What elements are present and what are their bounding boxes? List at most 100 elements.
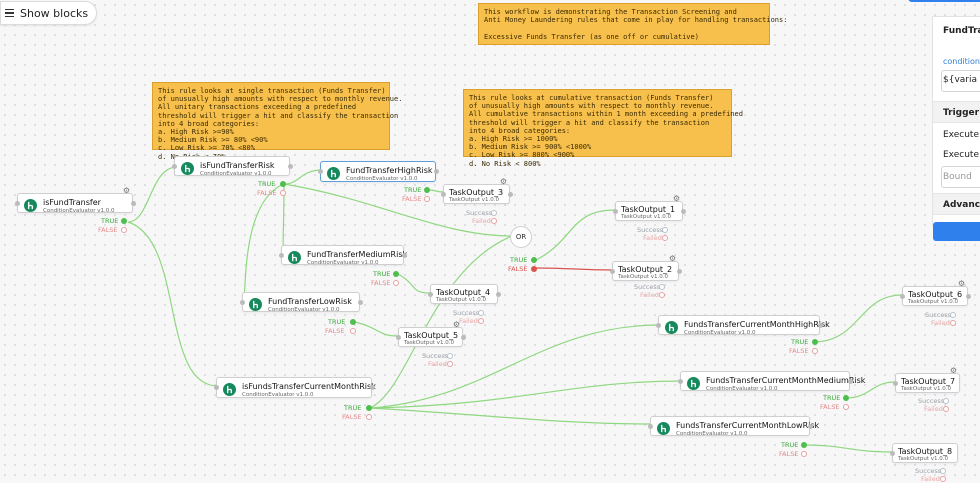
node-fundtransfermediumrisk[interactable]: FundTransferMediumRisk ConditionEvaluato…: [281, 245, 407, 266]
failed-port[interactable]: [940, 476, 946, 482]
node-fundstransfercurrentmonthhighrisk[interactable]: FundsTransferCurrentMonthHighRisk Condit…: [658, 315, 830, 336]
node-isfundstransfercurrentmonthrisk[interactable]: isFundsTransferCurrentMonthRisk Conditio…: [216, 377, 376, 398]
output-port[interactable]: [818, 323, 823, 328]
false-port[interactable]: [366, 414, 372, 420]
node-taskoutput-3[interactable]: TaskOutput_3 TaskOutput v1.0.0 ⚙: [443, 177, 510, 204]
input-port[interactable]: [893, 381, 898, 386]
input-port[interactable]: [890, 451, 895, 456]
failed-port[interactable]: [447, 361, 453, 367]
or-gate-node[interactable]: OR: [510, 226, 532, 248]
node-taskoutput-7[interactable]: TaskOutput_7 TaskOutput v1.0.0 ⚙: [895, 366, 960, 393]
input-port[interactable]: [318, 169, 323, 174]
success-port[interactable]: [662, 227, 668, 233]
node-taskoutput-1[interactable]: TaskOutput_1 TaskOutput v1.0.0 ⚙: [615, 194, 683, 221]
gear-icon[interactable]: ⚙: [452, 320, 460, 329]
single-transaction-rule-note[interactable]: This rule looks at single transaction (F…: [152, 82, 402, 161]
failed-port[interactable]: [943, 406, 949, 412]
gear-icon[interactable]: ⚙: [957, 279, 965, 288]
success-port[interactable]: [659, 284, 665, 290]
output-port[interactable]: [496, 292, 501, 297]
workflow-description-note[interactable]: This workflow is demonstrating the Trans…: [478, 3, 787, 45]
true-port[interactable]: [393, 271, 399, 277]
condition-input[interactable]: [941, 70, 980, 92]
success-port[interactable]: [950, 312, 956, 318]
false-port[interactable]: [121, 227, 127, 233]
top-action-button[interactable]: [908, 0, 980, 2]
node-taskoutput-2[interactable]: TaskOutput_2 TaskOutput v1.0.0 ⚙: [612, 254, 679, 281]
input-port[interactable]: [678, 379, 683, 384]
false-port[interactable]: [350, 328, 356, 334]
node-fundstransfercurrentmonthmediumrisk[interactable]: FundsTransferCurrentMonthMediumRisk Cond…: [680, 371, 865, 392]
advanced-section-header[interactable]: Advanced: [933, 193, 980, 215]
true-port[interactable]: [121, 218, 127, 224]
gear-icon[interactable]: ⚙: [122, 186, 130, 195]
show-blocks-button[interactable]: Show blocks: [0, 1, 98, 25]
gear-icon[interactable]: ⚙: [668, 254, 676, 263]
node-fundtransferhighrisk[interactable]: FundTransferHighRisk ConditionEvaluator …: [320, 161, 436, 182]
node-fundstransfercurrentmonthlowrisk[interactable]: FundsTransferCurrentMonthLowRisk Conditi…: [650, 416, 819, 437]
true-port[interactable]: [843, 395, 849, 401]
output-port[interactable]: [434, 169, 439, 174]
gear-icon[interactable]: ⚙: [949, 366, 957, 375]
trigger-section-header[interactable]: Trigger se: [933, 101, 980, 123]
output-port[interactable]: [131, 201, 136, 206]
input-port[interactable]: [15, 201, 20, 206]
node-fundtransferlowrisk[interactable]: FundTransferLowRisk ConditionEvaluator v…: [242, 292, 360, 313]
true-port[interactable]: [424, 187, 430, 193]
node-taskoutput-5[interactable]: TaskOutput_5 TaskOutput v1.0.0 ⚙: [398, 320, 463, 347]
success-port[interactable]: [940, 468, 946, 474]
input-port[interactable]: [428, 292, 433, 297]
success-port[interactable]: [491, 210, 497, 216]
bound-input[interactable]: [941, 166, 980, 188]
execute-option-2[interactable]: Execute o: [943, 150, 980, 160]
execute-option-1[interactable]: Execute o: [943, 130, 980, 140]
output-port[interactable]: [808, 424, 813, 429]
failed-port[interactable]: [659, 292, 665, 298]
success-port[interactable]: [478, 310, 484, 316]
output-port[interactable]: [358, 300, 363, 305]
false-port[interactable]: [424, 196, 430, 202]
output-port[interactable]: [288, 164, 293, 169]
output-port[interactable]: [508, 192, 513, 197]
input-port[interactable]: [279, 253, 284, 258]
input-port[interactable]: [214, 385, 219, 390]
output-port[interactable]: [681, 209, 686, 214]
failed-port[interactable]: [478, 318, 484, 324]
input-port[interactable]: [613, 209, 618, 214]
false-port[interactable]: [812, 348, 818, 354]
panel-primary-button[interactable]: [933, 222, 980, 241]
success-port[interactable]: [943, 398, 949, 404]
true-port[interactable]: [801, 442, 807, 448]
true-port[interactable]: [366, 405, 372, 411]
input-port[interactable]: [648, 424, 653, 429]
true-port[interactable]: [812, 339, 818, 345]
output-port[interactable]: [677, 269, 682, 274]
input-port[interactable]: [396, 335, 401, 340]
false-port[interactable]: [801, 451, 807, 457]
failed-port[interactable]: [491, 218, 497, 224]
node-taskoutput-8[interactable]: TaskOutput_8 TaskOutput v1.0.0: [892, 443, 958, 463]
node-isfundtransfer[interactable]: isFundTransfer ConditionEvaluator v1.0.0…: [17, 186, 133, 214]
gear-icon[interactable]: ⚙: [499, 177, 507, 186]
cumulative-transaction-rule-note[interactable]: This rule looks at cumulative transactio…: [463, 89, 743, 168]
input-port[interactable]: [900, 294, 905, 299]
node-taskoutput-6[interactable]: TaskOutput_6 TaskOutput v1.0.0 ⚙: [902, 279, 968, 306]
output-port[interactable]: [370, 385, 375, 390]
true-port[interactable]: [350, 319, 356, 325]
input-port[interactable]: [441, 192, 446, 197]
failed-port[interactable]: [950, 320, 956, 326]
failed-port[interactable]: [662, 235, 668, 241]
node-isfundtransferrisk[interactable]: isFundTransferRisk ConditionEvaluator v1…: [174, 156, 290, 177]
success-port[interactable]: [447, 353, 453, 359]
input-port[interactable]: [656, 323, 661, 328]
true-port[interactable]: [531, 257, 537, 263]
gear-icon[interactable]: ⚙: [672, 194, 680, 203]
false-port[interactable]: [843, 404, 849, 410]
output-port[interactable]: [848, 379, 853, 384]
node-taskoutput-4[interactable]: TaskOutput_4 TaskOutput v1.0.0: [430, 284, 498, 304]
false-port[interactable]: [393, 280, 399, 286]
input-port[interactable]: [610, 269, 615, 274]
output-port[interactable]: [966, 294, 971, 299]
output-port[interactable]: [461, 335, 466, 340]
output-port[interactable]: [402, 253, 407, 258]
